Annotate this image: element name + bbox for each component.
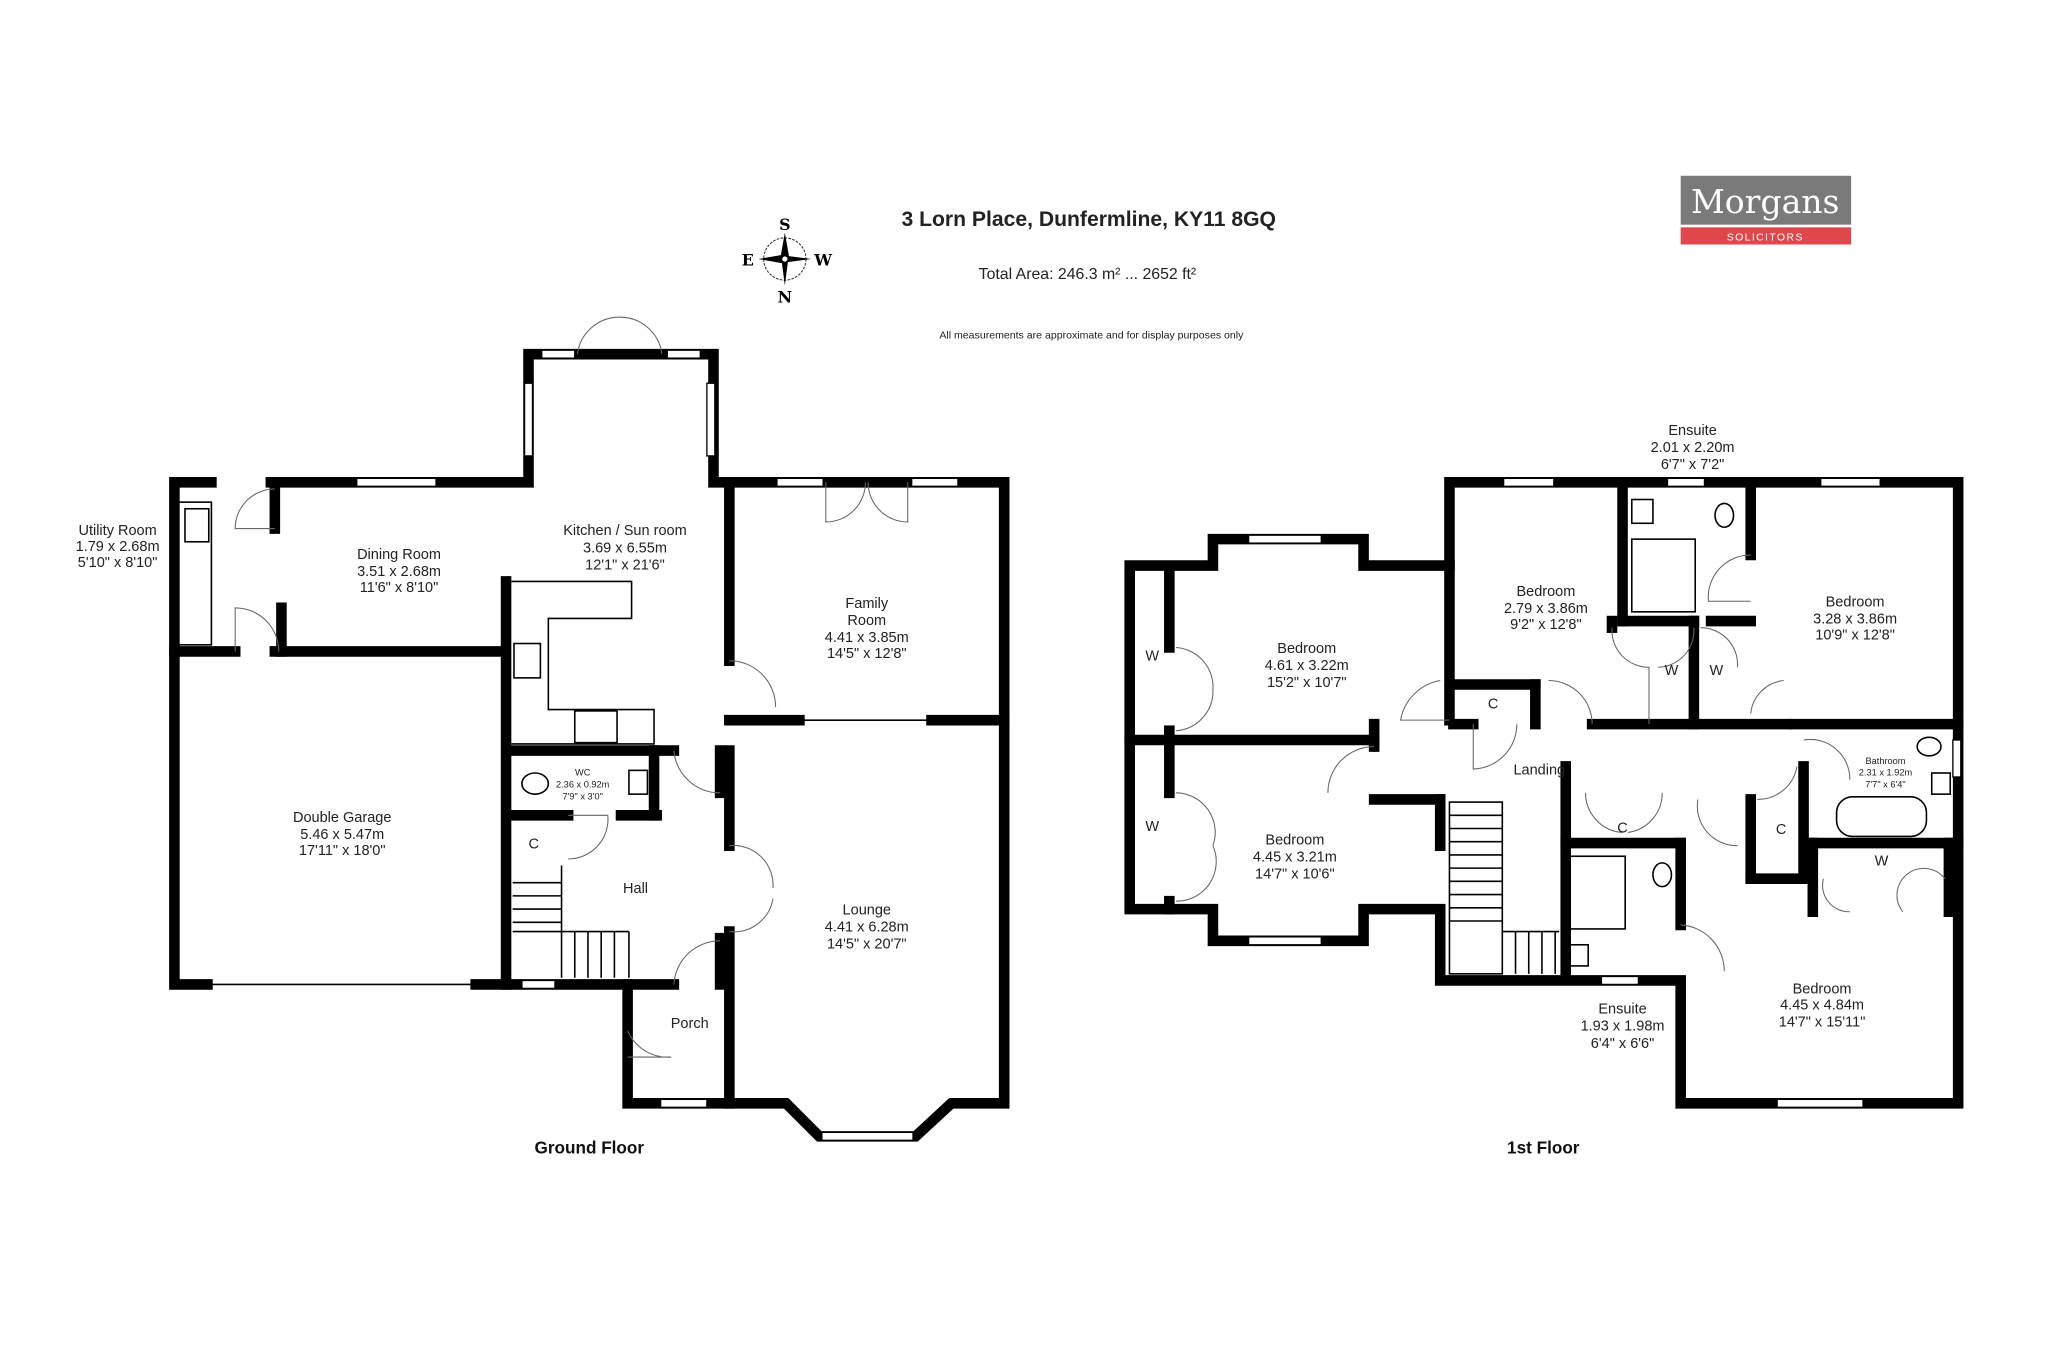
room-bedroom-c: Bedroom 3.28 x 3.86m 10'9" x 12'8" [1813, 595, 1897, 644]
svg-text:7'7" x 6'4": 7'7" x 6'4" [1865, 780, 1905, 790]
svg-text:4.41 x 3.85m: 4.41 x 3.85m [825, 630, 909, 646]
wardrobe-3: W [1665, 663, 1679, 679]
room-bedroom-d: Bedroom 4.45 x 3.21m 14'7" x 10'6" [1253, 832, 1337, 882]
svg-text:17'11" x 18'0": 17'11" x 18'0" [299, 843, 386, 859]
svg-text:2.36 x 0.92m: 2.36 x 0.92m [556, 780, 610, 790]
room-bathroom: Bathroom 2.31 x 1.92m 7'7" x 6'4" [1859, 756, 1913, 790]
wardrobe-4: W [1710, 663, 1724, 679]
cupboard-3: C [1776, 822, 1786, 838]
wardrobe-5: W [1875, 853, 1889, 869]
room-garage: Double Garage 5.46 x 5.47m 17'11" x 18'0… [293, 810, 391, 859]
svg-text:Bedroom: Bedroom [1516, 584, 1575, 600]
svg-text:Ensuite: Ensuite [1598, 1001, 1646, 1017]
svg-text:12'1" x 21'6": 12'1" x 21'6" [585, 558, 665, 574]
wardrobe-2: W [1145, 819, 1159, 835]
room-bedroom-e: Bedroom 4.45 x 4.84m 14'7" x 15'11" [1779, 982, 1866, 1031]
svg-text:Kitchen / Sun room: Kitchen / Sun room [563, 523, 686, 539]
total-area: Total Area: 246.3 m² ... 2652 ft² [979, 266, 1197, 283]
svg-text:Family: Family [845, 596, 888, 612]
svg-text:14'5" x 20'7": 14'5" x 20'7" [827, 937, 907, 953]
svg-text:2.01 x 2.20m: 2.01 x 2.20m [1651, 440, 1735, 456]
room-wc: WC 2.36 x 0.92m 7'9" x 3'0" [556, 768, 610, 802]
compass-s: S [779, 215, 790, 234]
room-family: Family Room 4.41 x 3.85m 14'5" x 12'8" [825, 596, 909, 662]
svg-text:6'4" x 6'6": 6'4" x 6'6" [1591, 1036, 1654, 1052]
wardrobe-1: W [1145, 649, 1159, 665]
svg-text:3.69 x 6.55m: 3.69 x 6.55m [583, 540, 667, 556]
svg-text:14'5" x 12'8": 14'5" x 12'8" [827, 646, 907, 662]
svg-text:1.93 x 1.98m: 1.93 x 1.98m [1581, 1019, 1665, 1035]
svg-text:2.79 x 3.86m: 2.79 x 3.86m [1504, 601, 1588, 617]
first-floor-walls [1124, 477, 1964, 1109]
svg-text:11'6" x 8'10": 11'6" x 8'10" [360, 580, 439, 596]
address-title: 3 Lorn Place, Dunfermline, KY11 8GQ [901, 208, 1276, 231]
disclaimer: All measurements are approximate and for… [939, 329, 1244, 341]
svg-text:Lounge: Lounge [843, 902, 891, 918]
svg-text:Room: Room [847, 613, 886, 629]
svg-text:2.31 x 1.92m: 2.31 x 1.92m [1859, 768, 1913, 778]
svg-text:Double Garage: Double Garage [293, 810, 391, 826]
svg-text:3.28 x 3.86m: 3.28 x 3.86m [1813, 612, 1897, 628]
room-bedroom-b: Bedroom 2.79 x 3.86m 9'2" x 12'8" [1504, 584, 1588, 633]
room-bedroom-a: Bedroom 4.61 x 3.22m 15'2" x 10'7" [1265, 641, 1349, 691]
svg-text:1.79 x 2.68m: 1.79 x 2.68m [76, 539, 160, 555]
svg-text:Bedroom: Bedroom [1265, 832, 1324, 848]
svg-text:4.45 x 4.84m: 4.45 x 4.84m [1780, 998, 1864, 1014]
svg-text:7'9" x 3'0": 7'9" x 3'0" [563, 791, 603, 801]
room-ensuite-top: Ensuite 2.01 x 2.20m 6'7" x 7'2" [1651, 423, 1735, 473]
svg-text:Bedroom: Bedroom [1793, 982, 1852, 998]
cupboard-1: C [1488, 696, 1498, 712]
room-hall: Hall [623, 881, 648, 897]
compass-w: W [813, 251, 832, 270]
svg-text:4.45 x 3.21m: 4.45 x 3.21m [1253, 850, 1337, 866]
svg-text:WC: WC [575, 768, 591, 778]
ground-floor-label: Ground Floor [534, 1138, 644, 1158]
svg-text:4.61 x 3.22m: 4.61 x 3.22m [1265, 658, 1349, 674]
svg-text:9'2" x 12'8": 9'2" x 12'8" [1510, 617, 1582, 633]
logo-name: Morgans [1691, 182, 1840, 221]
svg-text:Bathroom: Bathroom [1865, 756, 1905, 766]
svg-text:Ensuite: Ensuite [1668, 423, 1716, 439]
svg-text:Utility Room: Utility Room [78, 523, 156, 539]
svg-text:5.46 x 5.47m: 5.46 x 5.47m [300, 827, 384, 843]
room-landing: Landing [1513, 762, 1565, 778]
svg-text:Bedroom: Bedroom [1826, 595, 1885, 611]
room-cupboard: C [529, 836, 539, 852]
svg-text:14'7" x 15'11": 14'7" x 15'11" [1779, 1015, 1866, 1031]
svg-text:Bedroom: Bedroom [1277, 641, 1336, 657]
svg-text:15'2" x 10'7": 15'2" x 10'7" [1267, 675, 1347, 691]
svg-text:4.41 x 6.28m: 4.41 x 6.28m [825, 920, 909, 936]
svg-text:5'10" x 8'10": 5'10" x 8'10" [78, 555, 158, 571]
svg-text:6'7" x 7'2": 6'7" x 7'2" [1661, 457, 1724, 473]
svg-text:10'9" x 12'8": 10'9" x 12'8" [1815, 628, 1895, 644]
room-lounge: Lounge 4.41 x 6.28m 14'5" x 20'7" [825, 902, 909, 952]
compass-n: N [778, 288, 792, 307]
room-utility: Utility Room 1.79 x 2.68m 5'10" x 8'10" [76, 523, 160, 571]
svg-text:Dining Room: Dining Room [357, 547, 441, 563]
logo-tagline: SOLICITORS [1727, 232, 1804, 244]
svg-text:3.51 x 2.68m: 3.51 x 2.68m [357, 564, 441, 580]
ground-floor-walls [169, 316, 1010, 1142]
first-floor-label: 1st Floor [1507, 1138, 1580, 1158]
morgans-logo: Morgans SOLICITORS [1680, 175, 1852, 245]
compass-e: E [742, 251, 754, 270]
svg-text:14'7" x 10'6": 14'7" x 10'6" [1255, 867, 1335, 883]
compass-icon: S E W N [742, 215, 832, 307]
cupboard-2: C [1617, 820, 1627, 836]
room-kitchen: Kitchen / Sun room 3.69 x 6.55m 12'1" x … [563, 523, 686, 573]
room-porch: Porch [671, 1016, 709, 1032]
room-dining: Dining Room 3.51 x 2.68m 11'6" x 8'10" [357, 547, 441, 596]
room-ensuite-bottom: Ensuite 1.93 x 1.98m 6'4" x 6'6" [1581, 1001, 1665, 1051]
